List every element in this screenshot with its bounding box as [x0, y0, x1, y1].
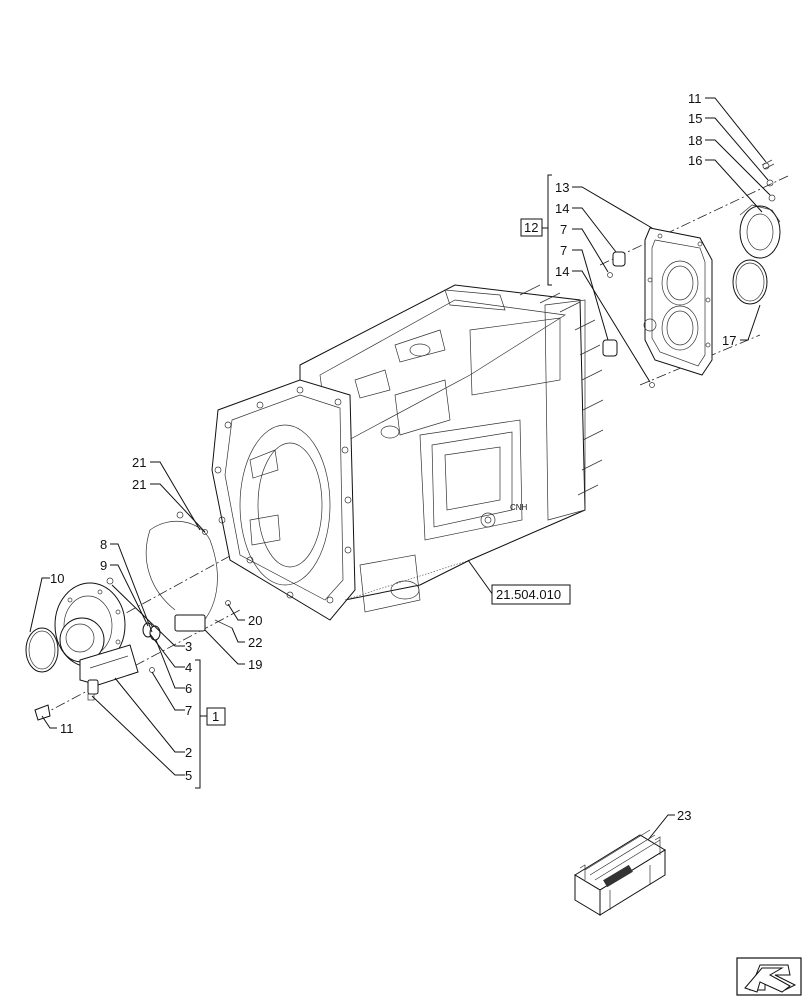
o-ring-10 [25, 627, 59, 673]
pto-cover-assembly [54, 582, 139, 695]
callout-5: 5 [185, 768, 192, 783]
snap-ring-17 [732, 259, 768, 305]
callout-18: 18 [688, 133, 702, 148]
reference-box[interactable] [491, 584, 571, 605]
callout-14-bottom: 14 [555, 264, 569, 279]
callout-12: 12 [524, 220, 538, 235]
group-box-12 [520, 218, 543, 237]
dowel-sleeves [602, 251, 655, 388]
callout-20: 20 [248, 613, 262, 628]
leader-lines [29, 97, 771, 841]
pto-cap [739, 204, 781, 259]
callout-21-a: 21 [132, 455, 146, 470]
callout-3: 3 [185, 639, 192, 654]
arrow-left-down-icon[interactable] [736, 957, 802, 996]
housing-studs [519, 284, 604, 496]
transmission-housing: CNH [211, 284, 604, 621]
callout-1: 1 [212, 709, 219, 724]
callout-7-a: 7 [560, 222, 567, 237]
callout-11-bottom: 11 [60, 721, 74, 736]
group-box-1 [206, 707, 226, 726]
kit-box-23 [574, 829, 666, 916]
rear-cover-plate [643, 227, 713, 376]
callout-15: 15 [688, 111, 702, 126]
callout-9: 9 [100, 558, 107, 573]
callout-19: 19 [248, 657, 262, 672]
callout-13: 13 [555, 180, 569, 195]
callout-2: 2 [185, 745, 192, 760]
callout-7-b: 7 [560, 243, 567, 258]
wire-harness [145, 511, 233, 632]
callout-14-top: 14 [555, 201, 569, 216]
callout-numbers: 11 15 18 16 13 14 7 7 14 12 17 21 21 8 9… [50, 91, 736, 823]
center-lines [39, 174, 791, 717]
callout-4: 4 [185, 660, 192, 675]
flange-holes [214, 386, 352, 604]
svg-text:CNH: CNH [510, 503, 528, 512]
callout-11-top: 11 [688, 91, 702, 106]
callout-7-c: 7 [185, 703, 192, 718]
reference-code[interactable]: 21.504.010 [496, 587, 561, 602]
small-bolts-top [761, 159, 776, 202]
callout-17: 17 [722, 333, 736, 348]
callout-21-b: 21 [132, 477, 146, 492]
callout-8: 8 [100, 537, 107, 552]
callout-10: 10 [50, 571, 64, 586]
callout-16: 16 [688, 153, 702, 168]
callout-6: 6 [185, 681, 192, 696]
callout-22: 22 [248, 635, 262, 650]
callout-23: 23 [677, 808, 691, 823]
